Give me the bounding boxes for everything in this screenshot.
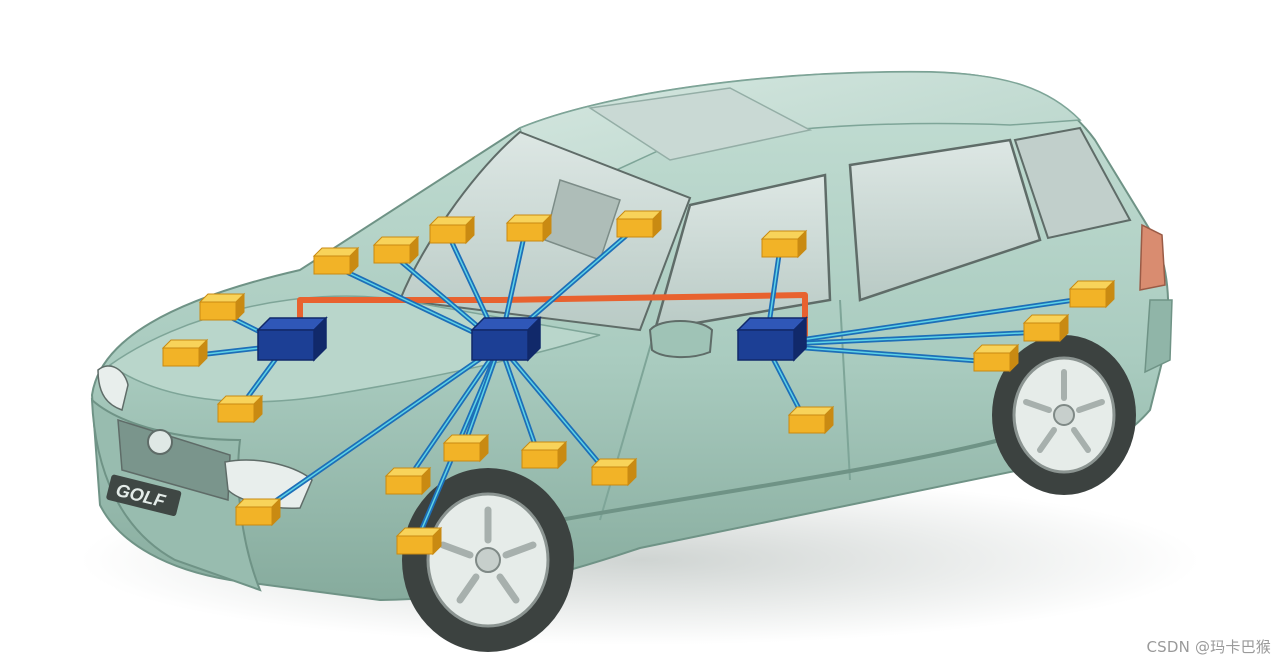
network-nodes bbox=[161, 209, 1116, 556]
sensor-node bbox=[384, 466, 432, 496]
door-seam-front bbox=[599, 329, 656, 521]
network-controllers bbox=[256, 316, 808, 362]
controller-front bbox=[256, 316, 328, 362]
sensor-node bbox=[1022, 313, 1070, 343]
network-link-highlight bbox=[461, 344, 501, 453]
network-link-highlight bbox=[765, 331, 1043, 346]
rear-door-window bbox=[848, 138, 1042, 302]
car-illustration: GOLF bbox=[90, 70, 1173, 652]
rear-bumper bbox=[1144, 299, 1173, 374]
network-link-highlight bbox=[499, 344, 541, 460]
side-mirror bbox=[648, 320, 714, 358]
brand-emblem bbox=[147, 429, 173, 455]
sensor-node bbox=[198, 292, 246, 322]
sensor-node bbox=[442, 433, 490, 463]
front-door-window bbox=[653, 173, 832, 332]
network-link-highlight bbox=[765, 297, 1089, 346]
controller-central bbox=[470, 316, 542, 362]
rear-wheel bbox=[992, 335, 1136, 495]
sensor-node bbox=[372, 235, 420, 265]
sunroof bbox=[587, 87, 813, 161]
watermark: CSDN @玛卡巴猴 bbox=[1146, 638, 1271, 656]
sensor-node bbox=[1068, 279, 1116, 309]
quarter-window bbox=[1013, 126, 1132, 240]
network-link-highlight bbox=[253, 344, 501, 517]
sensor-node bbox=[395, 526, 443, 556]
sensor-node bbox=[787, 405, 835, 435]
network-link-highlight bbox=[499, 344, 611, 477]
sensor-node bbox=[590, 457, 638, 487]
headlight-left bbox=[97, 365, 129, 411]
network-link-highlight bbox=[403, 344, 501, 486]
sensor-node bbox=[216, 394, 264, 424]
sensor-node bbox=[972, 343, 1020, 373]
headlight-right bbox=[224, 459, 313, 509]
side-rocker bbox=[559, 438, 1001, 522]
sensor-node bbox=[234, 497, 282, 527]
sensor-node bbox=[520, 440, 568, 470]
controller-rear bbox=[736, 316, 808, 362]
front-wheel bbox=[402, 468, 574, 652]
sensor-node bbox=[505, 213, 553, 243]
door-seam-middle bbox=[839, 299, 851, 481]
tail-light bbox=[1139, 223, 1166, 291]
sensor-node bbox=[615, 209, 663, 239]
sensor-node bbox=[161, 338, 209, 368]
grille bbox=[117, 418, 231, 501]
sensor-node bbox=[760, 229, 808, 259]
sensor-node bbox=[312, 246, 360, 276]
sensor-node bbox=[428, 215, 476, 245]
